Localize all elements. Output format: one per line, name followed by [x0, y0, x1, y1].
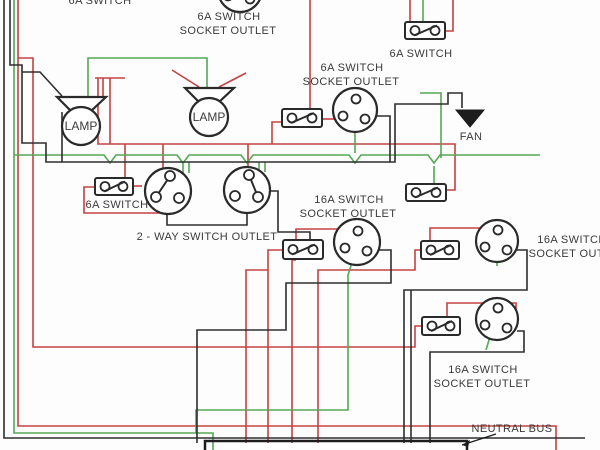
socket-pin-right [361, 245, 373, 257]
socket-pin-right [244, 0, 256, 5]
wire-live [83, 186, 160, 214]
socket-pin-left [339, 242, 351, 254]
wire-live [317, 249, 421, 443]
wire-live [97, 78, 456, 191]
lamp-left: LAMP [54, 95, 109, 147]
two-way-pin-bottom-left [150, 191, 162, 203]
two-way-pin-top [243, 169, 255, 181]
lamp-label: LAMP [65, 119, 98, 133]
components-layer: LAMP LAMP [54, 0, 520, 450]
socket-pin-top [352, 225, 364, 237]
diagram-label: SOCKET OUTLET [434, 378, 531, 390]
socket-16a-row1-left [332, 217, 382, 267]
socket-pin-right [501, 322, 513, 334]
switch-lever [103, 180, 126, 193]
fan-icon [454, 109, 486, 128]
wire-live [18, 57, 422, 348]
socket-pin-top [350, 93, 362, 105]
diagram-label: NEUTRAL BUS [471, 423, 552, 435]
two-way-pin-bottom-left [229, 190, 241, 202]
diagram-label: 16A SWITCH [448, 364, 517, 376]
diagram-label: SOCKET OUTLET [180, 25, 277, 37]
switch-6a-mid-left [94, 177, 134, 196]
diagram-label: 6A SWITCH [198, 11, 261, 23]
socket-pin-top [492, 302, 504, 314]
diagram-label: SOCKET OUTLET [529, 248, 600, 260]
socket-pin-left [337, 110, 349, 122]
two-way-switch-right [222, 165, 272, 215]
wire-neutral [166, 212, 248, 226]
socket-pin-right [501, 244, 513, 256]
two-way-pin-bottom-right [173, 192, 185, 204]
neutral-bus [203, 439, 469, 450]
switch-lever [413, 24, 438, 37]
switch-lever [290, 112, 315, 124]
wire-live [218, 72, 247, 88]
diagram-label: 6A SWITCH [86, 199, 149, 211]
socket-pin-left [479, 319, 491, 331]
switch-16a-row1-left [282, 239, 324, 260]
diagram-label: 6A SWITCH [321, 62, 384, 74]
wire-live [171, 69, 200, 88]
socket-pin-left [479, 241, 491, 253]
wire-live [291, 259, 296, 443]
wire-earth [420, 92, 442, 158]
diagram-label: 16A SWITCH [537, 234, 600, 246]
wire-neutral [22, 71, 63, 97]
socket-pin-left [224, 0, 232, 2]
wire-neutral [403, 249, 528, 443]
wire-live [446, 0, 454, 32]
two-way-pin-top [164, 170, 176, 182]
switch-lever [291, 243, 316, 256]
diagram-label: SOCKET OUTLET [303, 76, 400, 88]
two-way-switch-left [143, 166, 193, 216]
lamp-right: LAMP [182, 86, 237, 138]
socket-pin-top [492, 224, 504, 236]
wire-neutral [9, 0, 463, 163]
wire-neutral [429, 330, 525, 443]
wire-earth [14, 154, 540, 165]
neutral-bus-arrowhead [462, 440, 470, 447]
labels-layer: 6A SWITCH 6A SWITCH SOCKET OUTLET 6A SWITCH… [69, 0, 600, 435]
lamp-label: LAMP [193, 110, 226, 124]
wire-neutral [196, 249, 392, 443]
switch-16a-row2 [421, 316, 461, 336]
wire-live [446, 302, 517, 317]
socket-pin-right [359, 113, 371, 125]
socket-6a-top-center [219, 0, 261, 14]
wire-live [271, 121, 283, 144]
switch-6a-top-right [404, 21, 446, 40]
diagram-label: 2 - WAY SWITCH OUTLET [137, 231, 278, 243]
two-way-pin-bottom-right [252, 191, 264, 203]
switch-fan [405, 183, 447, 202]
wire-live [267, 249, 283, 443]
switch-lever [414, 186, 439, 199]
wire-earth [195, 252, 356, 433]
switch-16a-row1-right [420, 240, 460, 260]
diagram-label: 16A SWITCH [314, 194, 383, 206]
socket-16a-row2 [474, 296, 520, 342]
lamp-bulb [60, 105, 102, 147]
wire-neutral [269, 190, 311, 240]
diagram-label: 6A SWITCH [390, 48, 453, 60]
lamp-bulb [188, 96, 230, 138]
switch-lever [429, 244, 452, 256]
wire-neutral [3, 0, 585, 439]
socket-16a-row1-right [474, 218, 520, 264]
wire-neutral [376, 115, 391, 162]
switch-6a-socket-top [281, 108, 323, 128]
diagram-label: SOCKET OUTLET [300, 208, 397, 220]
socket-6a-mid [331, 86, 379, 134]
wire-earth [87, 57, 208, 96]
wire-live [245, 269, 268, 443]
diagram-label: 6A SWITCH [69, 0, 132, 7]
switch-lever [430, 320, 453, 332]
diagram-label: FAN [460, 131, 483, 143]
